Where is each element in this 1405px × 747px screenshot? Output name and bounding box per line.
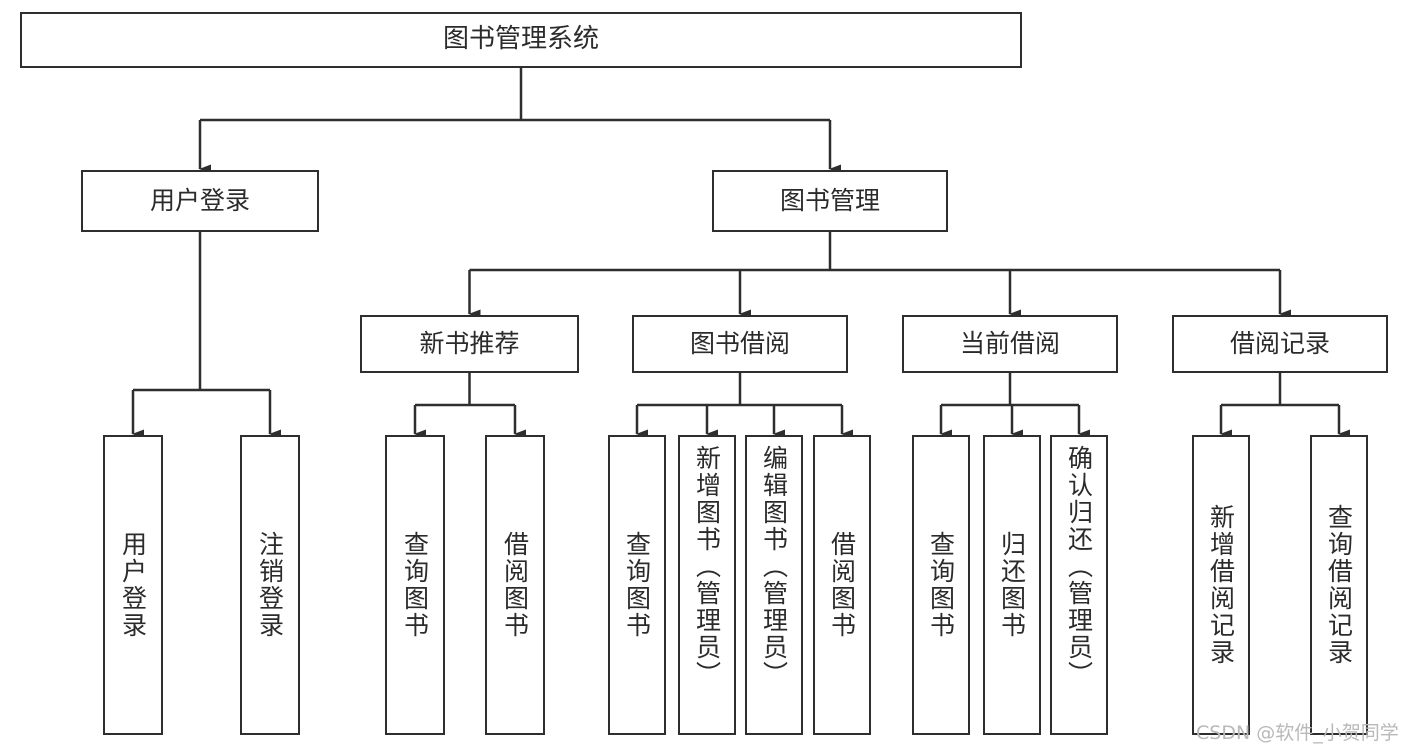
- node-label: 查询图书: [622, 531, 652, 639]
- node-label: 查询图书: [400, 531, 430, 639]
- node-user-login[interactable]: 用户登录: [81, 170, 319, 232]
- watermark: CSDN @软件_小贺同学: [1196, 722, 1399, 744]
- node-label: 新书推荐: [419, 328, 520, 358]
- node-label: 查询图书: [926, 531, 956, 639]
- leaf-query-book-current[interactable]: 查询图书: [912, 435, 970, 735]
- leaf-add-book-admin[interactable]: 新增图书（管理员）: [678, 435, 736, 735]
- node-label: 新增图书（管理员）: [692, 445, 722, 688]
- leaf-borrow-book[interactable]: 借阅图书: [813, 435, 871, 735]
- leaf-confirm-return-admin[interactable]: 确认归还（管理员）: [1050, 435, 1108, 735]
- node-label: 注销登录: [255, 531, 285, 639]
- leaf-query-book-borrow[interactable]: 查询图书: [608, 435, 666, 735]
- node-label: 借阅记录: [1229, 328, 1330, 358]
- node-label: 查询借阅记录: [1324, 504, 1354, 666]
- node-label: 借阅图书: [827, 531, 857, 639]
- leaf-query-borrow-record[interactable]: 查询借阅记录: [1310, 435, 1368, 735]
- node-root-system[interactable]: 图书管理系统: [20, 12, 1022, 68]
- node-current-borrow[interactable]: 当前借阅: [902, 315, 1118, 373]
- node-label: 确认归还（管理员）: [1064, 445, 1094, 688]
- node-label: 图书管理系统: [442, 24, 599, 55]
- node-label: 借阅图书: [500, 531, 530, 639]
- node-book-borrow[interactable]: 图书借阅: [632, 315, 848, 373]
- node-label: 图书管理: [779, 185, 880, 215]
- node-label: 图书借阅: [689, 328, 790, 358]
- node-label: 新增借阅记录: [1206, 504, 1236, 666]
- leaf-edit-book-admin[interactable]: 编辑图书（管理员）: [745, 435, 803, 735]
- node-label: 用户登录: [118, 531, 148, 639]
- node-label: 归还图书: [997, 531, 1027, 639]
- node-label: 用户登录: [149, 185, 250, 215]
- node-book-management[interactable]: 图书管理: [712, 170, 948, 232]
- leaf-user-login[interactable]: 用户登录: [103, 435, 163, 735]
- node-label: 编辑图书（管理员）: [759, 445, 789, 688]
- node-borrow-record[interactable]: 借阅记录: [1172, 315, 1388, 373]
- leaf-return-book[interactable]: 归还图书: [983, 435, 1041, 735]
- leaf-query-book-recommend[interactable]: 查询图书: [385, 435, 445, 735]
- node-new-book-recommendation[interactable]: 新书推荐: [360, 315, 579, 373]
- node-label: 当前借阅: [959, 328, 1060, 358]
- leaf-add-borrow-record[interactable]: 新增借阅记录: [1192, 435, 1250, 735]
- leaf-borrow-book-recommend[interactable]: 借阅图书: [485, 435, 545, 735]
- leaf-logout[interactable]: 注销登录: [240, 435, 300, 735]
